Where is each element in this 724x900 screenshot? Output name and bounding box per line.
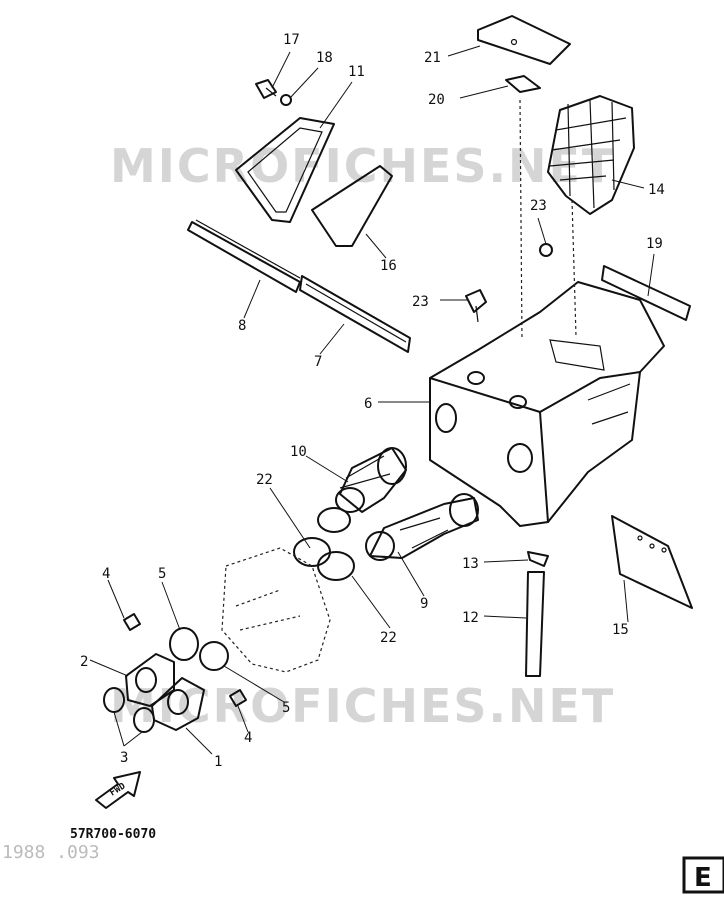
part-code: 57R700-6070 bbox=[70, 827, 156, 842]
corner-mark-letter: E bbox=[694, 863, 712, 893]
callout-8: 8 bbox=[238, 318, 246, 334]
callout-13: 13 bbox=[462, 556, 479, 572]
part-22-clamp-right bbox=[317, 507, 351, 533]
callout-17: 17 bbox=[283, 32, 300, 48]
part-14-intake-boot bbox=[547, 95, 635, 215]
callout-4-upper: 4 bbox=[102, 566, 110, 582]
part-9-joint bbox=[365, 493, 479, 561]
callout-7: 7 bbox=[314, 354, 322, 370]
part-23-screw-upper bbox=[539, 243, 553, 257]
part-17-bolt bbox=[255, 79, 277, 99]
callout-15: 15 bbox=[612, 622, 629, 638]
callout-21: 21 bbox=[424, 50, 441, 66]
carburetor-ghost-outline bbox=[221, 547, 331, 673]
part-20-pad bbox=[505, 75, 541, 93]
callout-2: 2 bbox=[80, 654, 88, 670]
callout-9: 9 bbox=[420, 596, 428, 612]
callout-4-lower: 4 bbox=[244, 730, 252, 746]
part-5-clamp-lower bbox=[199, 641, 229, 671]
callout-23-upper: 23 bbox=[530, 198, 547, 214]
part-4-bolt-lower bbox=[229, 689, 247, 707]
fwd-label: FWD bbox=[108, 781, 128, 798]
callout-5-lower: 5 bbox=[282, 700, 290, 716]
part-15-side-plate bbox=[611, 515, 693, 609]
corner-mark: E bbox=[682, 856, 724, 894]
callout-1: 1 bbox=[214, 754, 222, 770]
part-21-cover-plate bbox=[477, 15, 571, 65]
callout-5-upper: 5 bbox=[158, 566, 166, 582]
fwd-arrow: FWD bbox=[95, 771, 141, 809]
part-12-drain-hose bbox=[525, 571, 545, 677]
part-19-strip bbox=[601, 265, 691, 321]
callout-16: 16 bbox=[380, 258, 397, 274]
callout-20: 20 bbox=[428, 92, 445, 108]
callout-22-left: 22 bbox=[256, 472, 273, 488]
part-8-element bbox=[187, 219, 301, 293]
callout-10: 10 bbox=[290, 444, 307, 460]
watermark-top: MICROFICHES.NET bbox=[110, 139, 615, 193]
part-16-seal bbox=[311, 165, 393, 247]
callout-19: 19 bbox=[646, 236, 663, 252]
callout-12: 12 bbox=[462, 610, 479, 626]
part-22-clamp-left bbox=[293, 537, 355, 581]
part-10-joint bbox=[335, 447, 407, 513]
leader-lines bbox=[89, 45, 655, 755]
part-18-nut bbox=[280, 94, 292, 106]
part-13-clip bbox=[527, 551, 549, 567]
part-5-clamp-upper bbox=[169, 627, 199, 661]
part-4-bolt-upper bbox=[123, 613, 141, 631]
callout-11: 11 bbox=[348, 64, 365, 80]
part-11-element-frame bbox=[235, 117, 335, 223]
callout-labels: 17 18 11 21 20 14 23 19 23 16 8 7 6 10 2… bbox=[80, 32, 665, 770]
callout-14: 14 bbox=[648, 182, 665, 198]
callout-22-right: 22 bbox=[380, 630, 397, 646]
callout-18: 18 bbox=[316, 50, 333, 66]
part-7-element bbox=[299, 275, 411, 353]
callout-3: 3 bbox=[120, 750, 128, 766]
callout-6: 6 bbox=[364, 396, 372, 412]
ghost-code: 1988 .093 bbox=[2, 842, 100, 863]
watermark-bottom: MICROFICHES.NET bbox=[110, 679, 615, 733]
callout-23-lower: 23 bbox=[412, 294, 429, 310]
part-23-screw-lower bbox=[465, 289, 487, 323]
part-6-air-filter-case bbox=[429, 281, 665, 527]
